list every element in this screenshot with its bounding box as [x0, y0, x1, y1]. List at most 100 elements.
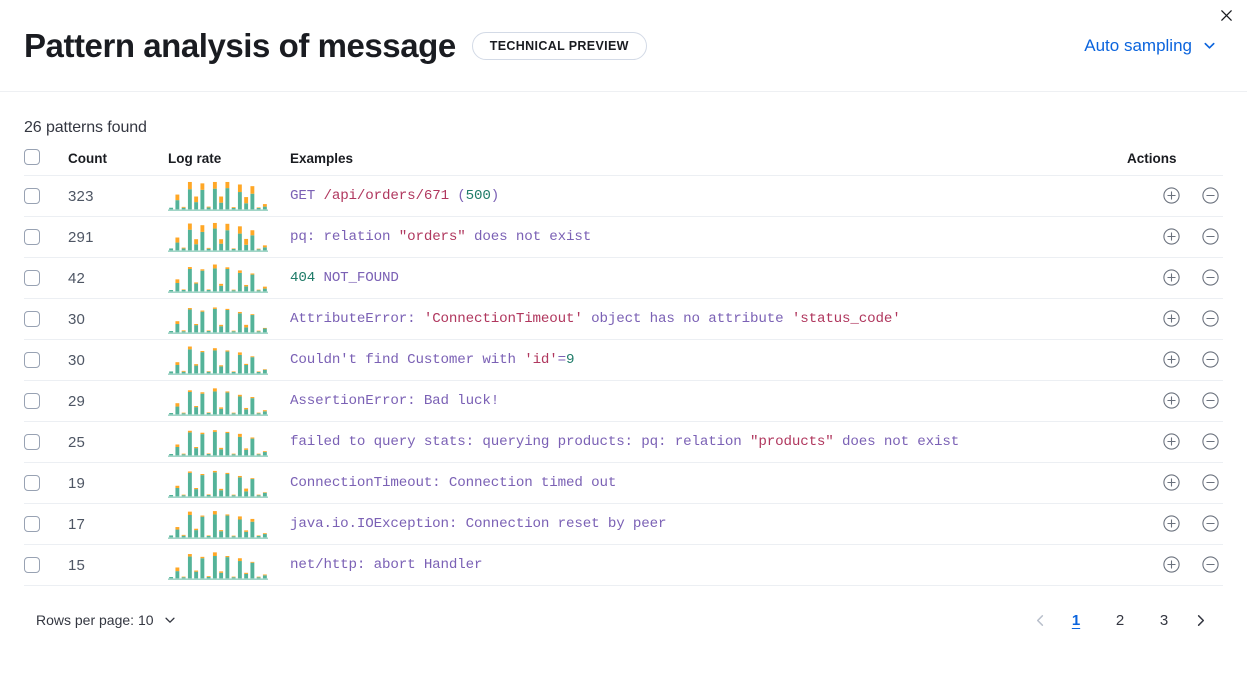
table-header-row: Count Log rate Examples Actions: [24, 149, 1223, 176]
circle-plus-icon[interactable]: [1158, 182, 1184, 208]
row-checkbox[interactable]: [24, 434, 40, 450]
row-checkbox[interactable]: [24, 229, 40, 245]
row-checkbox[interactable]: [24, 393, 40, 409]
row-checkbox[interactable]: [24, 352, 40, 368]
circle-minus-icon[interactable]: [1197, 387, 1223, 413]
row-actions: [1127, 421, 1223, 463]
row-example: Couldn't find Customer with 'id'=9: [290, 339, 1127, 381]
row-select-cell: [24, 216, 68, 258]
circle-minus-icon[interactable]: [1197, 428, 1223, 454]
column-header-log-rate[interactable]: Log rate: [168, 149, 290, 176]
row-select-cell: [24, 298, 68, 340]
circle-minus-icon[interactable]: [1197, 305, 1223, 331]
pagination-page-1[interactable]: 1: [1071, 611, 1081, 629]
table-header: Count Log rate Examples Actions: [24, 149, 1223, 176]
row-checkbox[interactable]: [24, 516, 40, 532]
pagination-next-button[interactable]: [1185, 605, 1215, 635]
pagination-page-3[interactable]: 3: [1159, 611, 1169, 629]
row-actions: [1127, 503, 1223, 545]
row-log-rate-sparkline: [168, 216, 290, 258]
row-count: 29: [68, 380, 168, 422]
table-row[interactable]: 30 AttributeError: 'ConnectionTimeout' ob…: [24, 298, 1223, 340]
circle-minus-icon[interactable]: [1197, 223, 1223, 249]
row-log-rate-sparkline: [168, 544, 290, 586]
row-example: 404 NOT_FOUND: [290, 257, 1127, 299]
row-select-cell: [24, 339, 68, 381]
row-select-cell: [24, 257, 68, 299]
circle-minus-icon[interactable]: [1197, 346, 1223, 372]
auto-sampling-button[interactable]: Auto sampling: [1084, 36, 1217, 56]
circle-plus-icon[interactable]: [1158, 264, 1184, 290]
row-checkbox[interactable]: [24, 311, 40, 327]
select-all-checkbox[interactable]: [24, 149, 40, 165]
circle-plus-icon[interactable]: [1158, 428, 1184, 454]
rows-per-page-label: Rows per page: 10: [36, 612, 154, 628]
row-example: AssertionError: Bad luck!: [290, 380, 1127, 422]
circle-plus-icon[interactable]: [1158, 510, 1184, 536]
row-count: 25: [68, 421, 168, 463]
row-example: AttributeError: 'ConnectionTimeout' obje…: [290, 298, 1127, 340]
row-log-rate-sparkline: [168, 421, 290, 463]
circle-minus-icon[interactable]: [1197, 469, 1223, 495]
row-log-rate-sparkline: [168, 339, 290, 381]
row-select-cell: [24, 544, 68, 586]
table-row[interactable]: 29 AssertionError: Bad luck!: [24, 380, 1223, 422]
page-title: Pattern analysis of message: [24, 27, 456, 64]
pagination: 1 2 3: [1025, 605, 1223, 635]
row-count: 42: [68, 257, 168, 299]
row-actions: [1127, 380, 1223, 422]
circle-plus-icon[interactable]: [1158, 387, 1184, 413]
column-header-actions: Actions: [1127, 149, 1223, 176]
row-count: 291: [68, 216, 168, 258]
row-actions: [1127, 544, 1223, 586]
row-example: java.io.IOException: Connection reset by…: [290, 503, 1127, 545]
rows-per-page-button[interactable]: Rows per page: 10: [36, 612, 178, 628]
row-count: 30: [68, 298, 168, 340]
circle-plus-icon[interactable]: [1158, 223, 1184, 249]
chevron-down-icon: [163, 613, 178, 628]
circle-plus-icon[interactable]: [1158, 469, 1184, 495]
row-log-rate-sparkline: [168, 298, 290, 340]
row-actions: [1127, 462, 1223, 504]
circle-minus-icon[interactable]: [1197, 551, 1223, 577]
row-count: 323: [68, 175, 168, 217]
close-icon[interactable]: [1213, 2, 1239, 28]
row-checkbox[interactable]: [24, 557, 40, 573]
column-header-examples[interactable]: Examples: [290, 149, 1127, 176]
row-select-cell: [24, 380, 68, 422]
row-checkbox[interactable]: [24, 188, 40, 204]
row-actions: [1127, 216, 1223, 258]
circle-plus-icon[interactable]: [1158, 346, 1184, 372]
row-log-rate-sparkline: [168, 175, 290, 217]
pagination-page-2[interactable]: 2: [1115, 611, 1125, 629]
row-select-cell: [24, 503, 68, 545]
circle-minus-icon[interactable]: [1197, 182, 1223, 208]
circle-plus-icon[interactable]: [1158, 551, 1184, 577]
patterns-found-count: 26 patterns found: [24, 119, 147, 136]
auto-sampling-label: Auto sampling: [1084, 35, 1192, 55]
circle-minus-icon[interactable]: [1197, 264, 1223, 290]
row-checkbox[interactable]: [24, 270, 40, 286]
pagination-previous-button[interactable]: [1025, 605, 1055, 635]
row-log-rate-sparkline: [168, 462, 290, 504]
circle-plus-icon[interactable]: [1158, 305, 1184, 331]
row-select-cell: [24, 175, 68, 217]
table-row[interactable]: 42 404 NOT_FOUND: [24, 257, 1223, 299]
row-count: 19: [68, 462, 168, 504]
row-checkbox[interactable]: [24, 475, 40, 491]
row-log-rate-sparkline: [168, 257, 290, 299]
row-actions: [1127, 298, 1223, 340]
row-select-cell: [24, 421, 68, 463]
row-actions: [1127, 339, 1223, 381]
column-header-count[interactable]: Count: [68, 149, 168, 176]
circle-minus-icon[interactable]: [1197, 510, 1223, 536]
